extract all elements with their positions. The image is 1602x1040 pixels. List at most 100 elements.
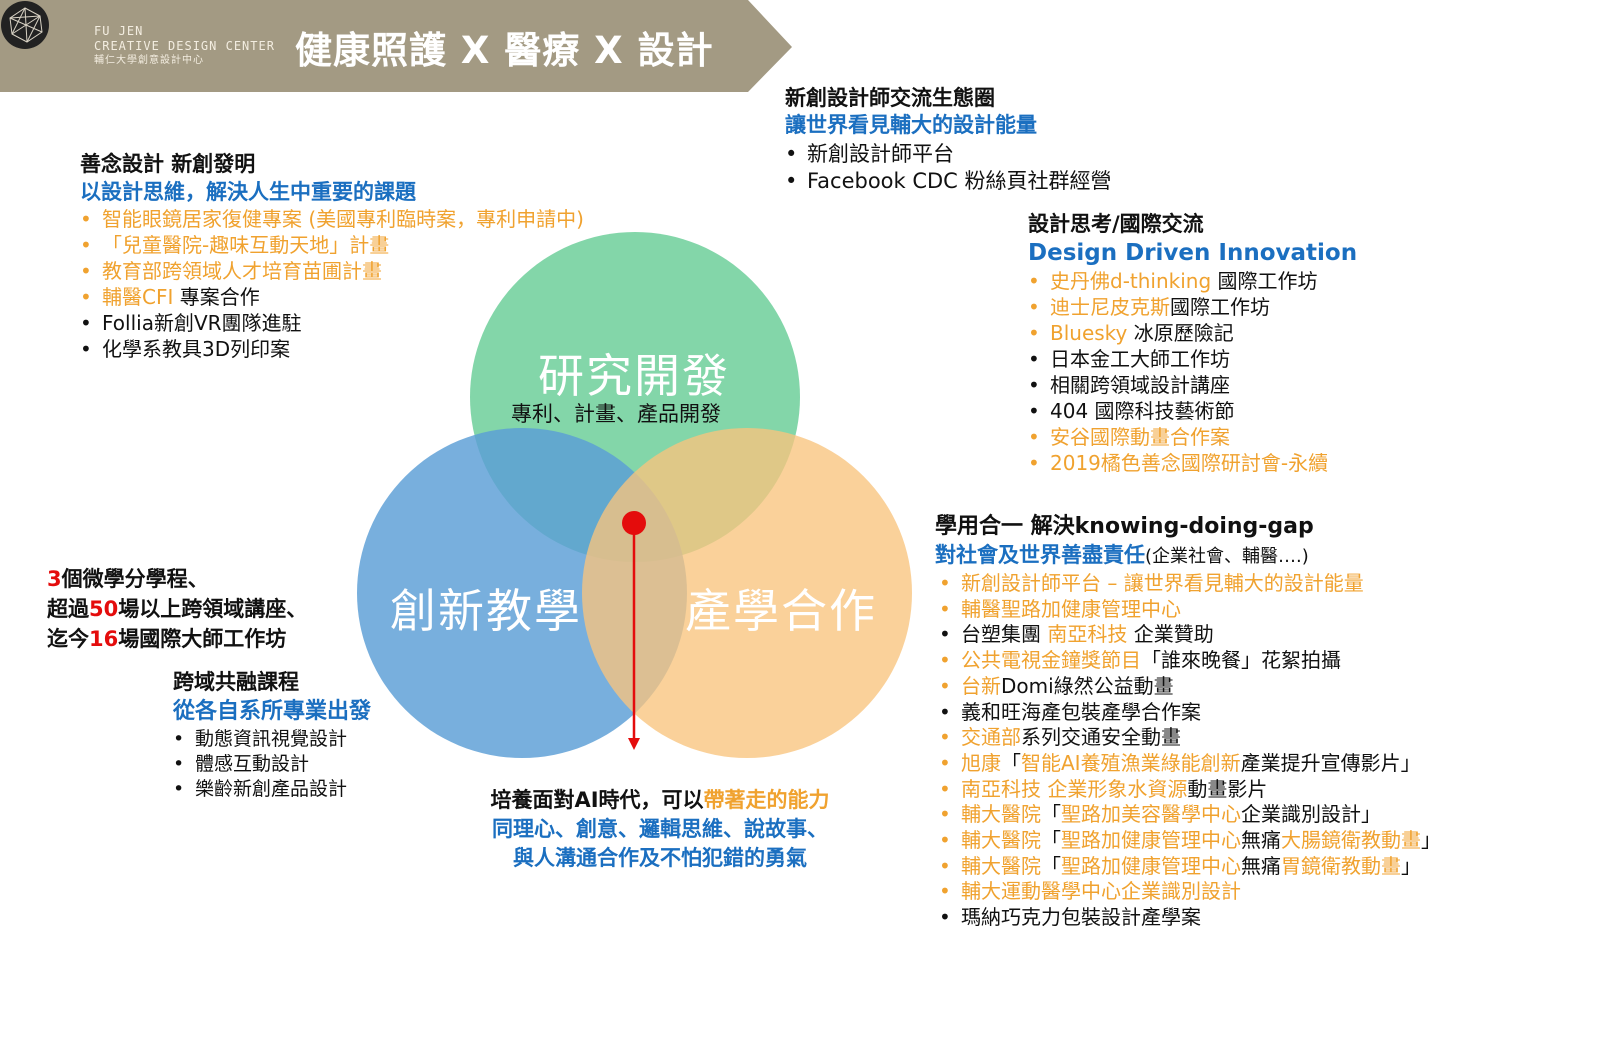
- list-item: 台新Domi綠然公益動畫: [939, 674, 1441, 700]
- list-item-segment: 新創設計師平台 – 讓世界看見輔大的設計能量: [961, 571, 1364, 595]
- list-item: 安谷國際動畫合作案: [1028, 424, 1357, 450]
- list-item-segment: 企業贊助: [1127, 622, 1214, 647]
- list-item-text: 404 國際科技藝術節: [1050, 399, 1235, 423]
- list-item: 輔大醫院「聖路加健康管理中心無痛大腸鏡衛教動畫」: [939, 828, 1441, 854]
- list-item-text: 國際工作坊: [1170, 295, 1270, 319]
- list-item-segment: 「: [1041, 802, 1061, 827]
- design-thinking-subheading: Design Driven Innovation: [1028, 240, 1358, 266]
- list-item-text: 「兒童醫院-趣味互動天地」計畫: [102, 233, 390, 257]
- industry-block: 學用合一 解決knowing-doing-gap 對社會及世界善盡責任(企業社會…: [935, 512, 1441, 931]
- venn-label-industry: 產學合作: [685, 584, 877, 638]
- list-item: 公共電視金鐘獎節目「誰來晚餐」花絮拍攝: [939, 648, 1441, 674]
- design-thinking-block: 設計思考/國際交流 Design Driven Innovation 史丹佛d-…: [1028, 210, 1357, 476]
- list-item-highlight: 迪士尼皮克斯: [1050, 295, 1170, 319]
- list-item: 南亞科技 企業形象水資源動畫影片: [939, 777, 1441, 803]
- list-item: 史丹佛d-thinking 國際工作坊: [1028, 268, 1357, 294]
- ai-ability-line-1: 培養面對AI時代，可以帶著走的能力: [460, 786, 860, 815]
- list-item: 台塑集團 南亞科技 企業贊助: [939, 622, 1441, 648]
- list-item-rest: Follia新創VR團隊進駐: [102, 311, 302, 335]
- list-item-segment: 無痛: [1241, 828, 1281, 853]
- list-item-text: 智能眼鏡居家復健專案 (美國專利臨時案，專利申請中): [102, 207, 584, 231]
- stats-line-3: 迄今16場國際大師工作坊: [47, 624, 307, 654]
- stats-block: 3個微學分學程、 超過50場以上跨領域講座、 迄今16場國際大師工作坊: [47, 564, 307, 654]
- list-item-segment: 無痛: [1241, 853, 1281, 878]
- list-item: 動態資訊視覺設計: [173, 727, 371, 752]
- list-item-segment: 交通部: [961, 725, 1021, 750]
- list-item: 404 國際科技藝術節: [1028, 398, 1357, 424]
- stats-line-2: 超過50場以上跨領域講座、: [47, 594, 307, 624]
- list-item-segment: 瑪納巧克力包裝設計產學案: [961, 905, 1201, 930]
- list-item-segment: 企業識別設計」: [1241, 802, 1381, 827]
- list-item-segment: 公共電視金鐘獎節目: [961, 648, 1141, 673]
- list-item-segment: 輔大醫院: [961, 828, 1041, 853]
- list-item-segment: 義和旺海產包裝產學合作案: [961, 699, 1201, 724]
- list-item-rest: 專案合作: [173, 285, 260, 309]
- venn-sublabel-research: 專利、計畫、產品開發: [511, 402, 721, 426]
- list-item-segment: 「: [1041, 828, 1061, 853]
- stats-text: 場以上跨領域講座、: [118, 597, 308, 621]
- list-item-segment: 輔大醫院: [961, 802, 1041, 827]
- list-item-segment: 系列交通安全動畫: [1021, 725, 1181, 750]
- list-item: 瑪納巧克力包裝設計產學案: [939, 905, 1441, 931]
- ai-ability-line-2: 同理心、創意、邏輯思維、說故事、: [492, 817, 828, 841]
- list-item-segment: 產業提升宣傳影片」: [1240, 750, 1421, 775]
- logo-line-1: FU JEN: [94, 24, 144, 38]
- center-dot: [622, 511, 646, 535]
- list-item-segment: 聖路加健康管理中心: [1061, 853, 1241, 878]
- industry-list: 新創設計師平台 – 讓世界看見輔大的設計能量輔醫聖路加健康管理中心台塑集團 南亞…: [939, 571, 1441, 931]
- logo-line-2: CREATIVE DESIGN CENTER: [94, 39, 275, 53]
- stats-number: 50: [89, 597, 119, 621]
- list-item: 旭康「智能AI養殖漁業綠能創新產業提升宣傳影片」: [939, 751, 1441, 777]
- list-item-segment: 台塑集團: [961, 622, 1048, 647]
- list-item: Bluesky 冰原歷險記: [1028, 320, 1357, 346]
- design-thinking-heading: 設計思考/國際交流: [1028, 212, 1204, 236]
- goodwill-list: 智能眼鏡居家復健專案 (美國專利臨時案，專利申請中) 「兒童醫院-趣味互動天地」…: [80, 206, 584, 362]
- list-item-segment: 」: [1421, 828, 1441, 853]
- list-item-highlight: Bluesky: [1050, 321, 1128, 345]
- list-item: 2019橘色善念國際研討會-永續: [1028, 450, 1357, 476]
- venn-label-teaching: 創新教學: [390, 584, 582, 638]
- ecosystem-block: 新創設計師交流生態圈 讓世界看見輔大的設計能量 新創設計師平台 Facebook…: [785, 85, 1112, 195]
- list-item: 輔大醫院「聖路加健康管理中心無痛胃鏡衛教動畫」: [939, 854, 1441, 880]
- list-item: 「兒童醫院-趣味互動天地」計畫: [80, 232, 584, 258]
- ai-ability-line-3: 與人溝通合作及不怕犯錯的勇氣: [513, 846, 807, 870]
- list-item-highlight: 2019橘色善念國際研討會-永續: [1050, 451, 1329, 475]
- list-item: 樂齡新創產品設計: [173, 777, 371, 802]
- list-item-text: 相關跨領域設計講座: [1050, 373, 1230, 397]
- list-item: 體感互動設計: [173, 752, 371, 777]
- list-item: 相關跨領域設計講座: [1028, 372, 1357, 398]
- list-item: 交通部系列交通安全動畫: [939, 725, 1441, 751]
- list-item-segment: 台新: [961, 673, 1001, 698]
- stats-number: 3: [47, 567, 62, 591]
- industry-heading: 學用合一 解決knowing-doing-gap: [935, 514, 1314, 539]
- logo-text: FU JEN CREATIVE DESIGN CENTER 輔仁大學創意設計中心: [94, 24, 275, 68]
- list-item: 迪士尼皮克斯國際工作坊: [1028, 294, 1357, 320]
- list-item: Facebook CDC 粉絲頁社群經營: [785, 168, 1112, 195]
- list-item-segment: 輔大醫院: [961, 853, 1041, 878]
- stats-text: 超過: [47, 597, 89, 621]
- stats-text: 迄今: [47, 627, 89, 651]
- list-item-segment: 「: [1041, 853, 1061, 878]
- list-item-segment: 聖路加健康管理中心: [1061, 828, 1241, 853]
- stats-line-1: 3個微學分學程、: [47, 564, 307, 594]
- list-item-segment: 「誰來晚餐」花絮拍攝: [1141, 648, 1341, 673]
- list-item-segment: 旭康: [961, 750, 1001, 775]
- list-item-segment: 輔大運動醫學中心企業識別設計: [961, 879, 1241, 904]
- cross-course-list: 動態資訊視覺設計 體感互動設計 樂齡新創產品設計: [173, 727, 371, 802]
- stats-text: 個微學分學程、: [61, 567, 209, 591]
- list-item-segment: 「: [1001, 750, 1021, 775]
- header-banner: FU JEN CREATIVE DESIGN CENTER 輔仁大學創意設計中心…: [0, 0, 820, 95]
- center-arrow-head: [628, 738, 640, 750]
- list-item-segment: 南亞科技: [1047, 622, 1128, 647]
- list-item-segment: 聖路加美容醫學中心: [1061, 802, 1241, 827]
- list-item: 輔醫聖路加健康管理中心: [939, 597, 1441, 623]
- list-item-segment: 動畫影片: [1187, 776, 1268, 801]
- list-item-segment: 」: [1401, 853, 1421, 878]
- logo-line-3: 輔仁大學創意設計中心: [94, 55, 204, 66]
- list-item: 輔大運動醫學中心企業識別設計: [939, 879, 1441, 905]
- industry-subheading-note: (企業社會、輔醫….): [1145, 546, 1309, 567]
- list-item-segment: 大腸鏡衛教動畫: [1281, 828, 1421, 853]
- goodwill-subheading: 以設計思維，解決人生中重要的課題: [80, 180, 416, 204]
- list-item: 新創設計師平台 – 讓世界看見輔大的設計能量: [939, 571, 1441, 597]
- cross-course-block: 跨域共融課程 從各自系所專業出發 動態資訊視覺設計 體感互動設計 樂齡新創產品設…: [173, 668, 371, 802]
